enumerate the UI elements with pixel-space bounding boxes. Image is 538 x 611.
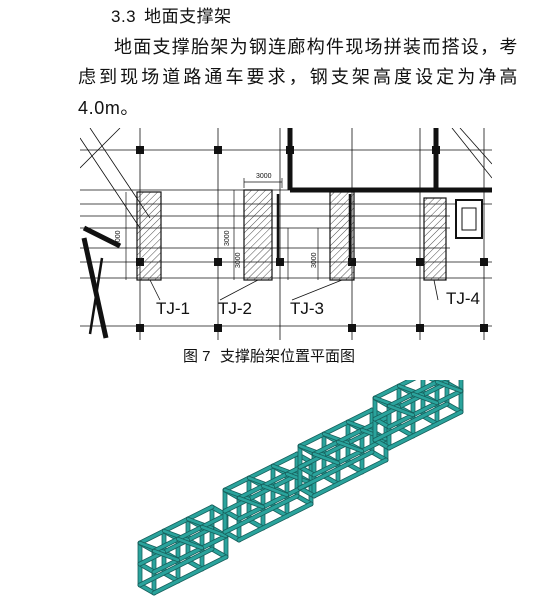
clear-height-value: 4.0m bbox=[78, 98, 121, 118]
support-frame-plan-drawing: 3000 3000 3000 3000 3000 TJ-1 TJ-2 TJ-3 … bbox=[80, 128, 492, 340]
figure-caption-text: 支撑胎架位置平面图 bbox=[220, 347, 356, 365]
support-frame-3d-render bbox=[137, 380, 464, 596]
label-tj-2: TJ-2 bbox=[218, 299, 252, 318]
dim-tj2-side-left: 3000 bbox=[224, 230, 231, 246]
section-heading: 3.3 地面支撑架 bbox=[111, 2, 232, 27]
label-tj-3: TJ-3 bbox=[290, 299, 324, 318]
paragraph-end: 。 bbox=[120, 98, 140, 119]
tj-hatched-frames bbox=[136, 189, 447, 281]
figure-caption: 图 7 支撑胎架位置平面图 bbox=[0, 345, 538, 366]
label-tj-1: TJ-1 bbox=[156, 299, 190, 318]
body-paragraph: 地面支撑胎架为钢连廊构件现场拼装而搭设，考虑到现场道路通车要求，钢支架高度设定为… bbox=[78, 33, 518, 124]
dim-top-width: 3000 bbox=[256, 173, 272, 180]
section-title: 地面支撑架 bbox=[144, 7, 232, 27]
paragraph-text: 地面支撑胎架为钢连廊构件现场拼装而搭设，考虑到现场道路通车要求，钢支架高度设定为… bbox=[78, 37, 518, 88]
section-number: 3.3 bbox=[111, 7, 137, 26]
figure-number: 图 7 bbox=[182, 348, 211, 365]
dim-tj3-side: 3000 bbox=[311, 252, 318, 268]
label-tj-4: TJ-4 bbox=[446, 289, 480, 308]
dim-tj2-side-right: 3000 bbox=[235, 252, 242, 268]
dim-tj1-side: 3000 bbox=[115, 230, 122, 246]
